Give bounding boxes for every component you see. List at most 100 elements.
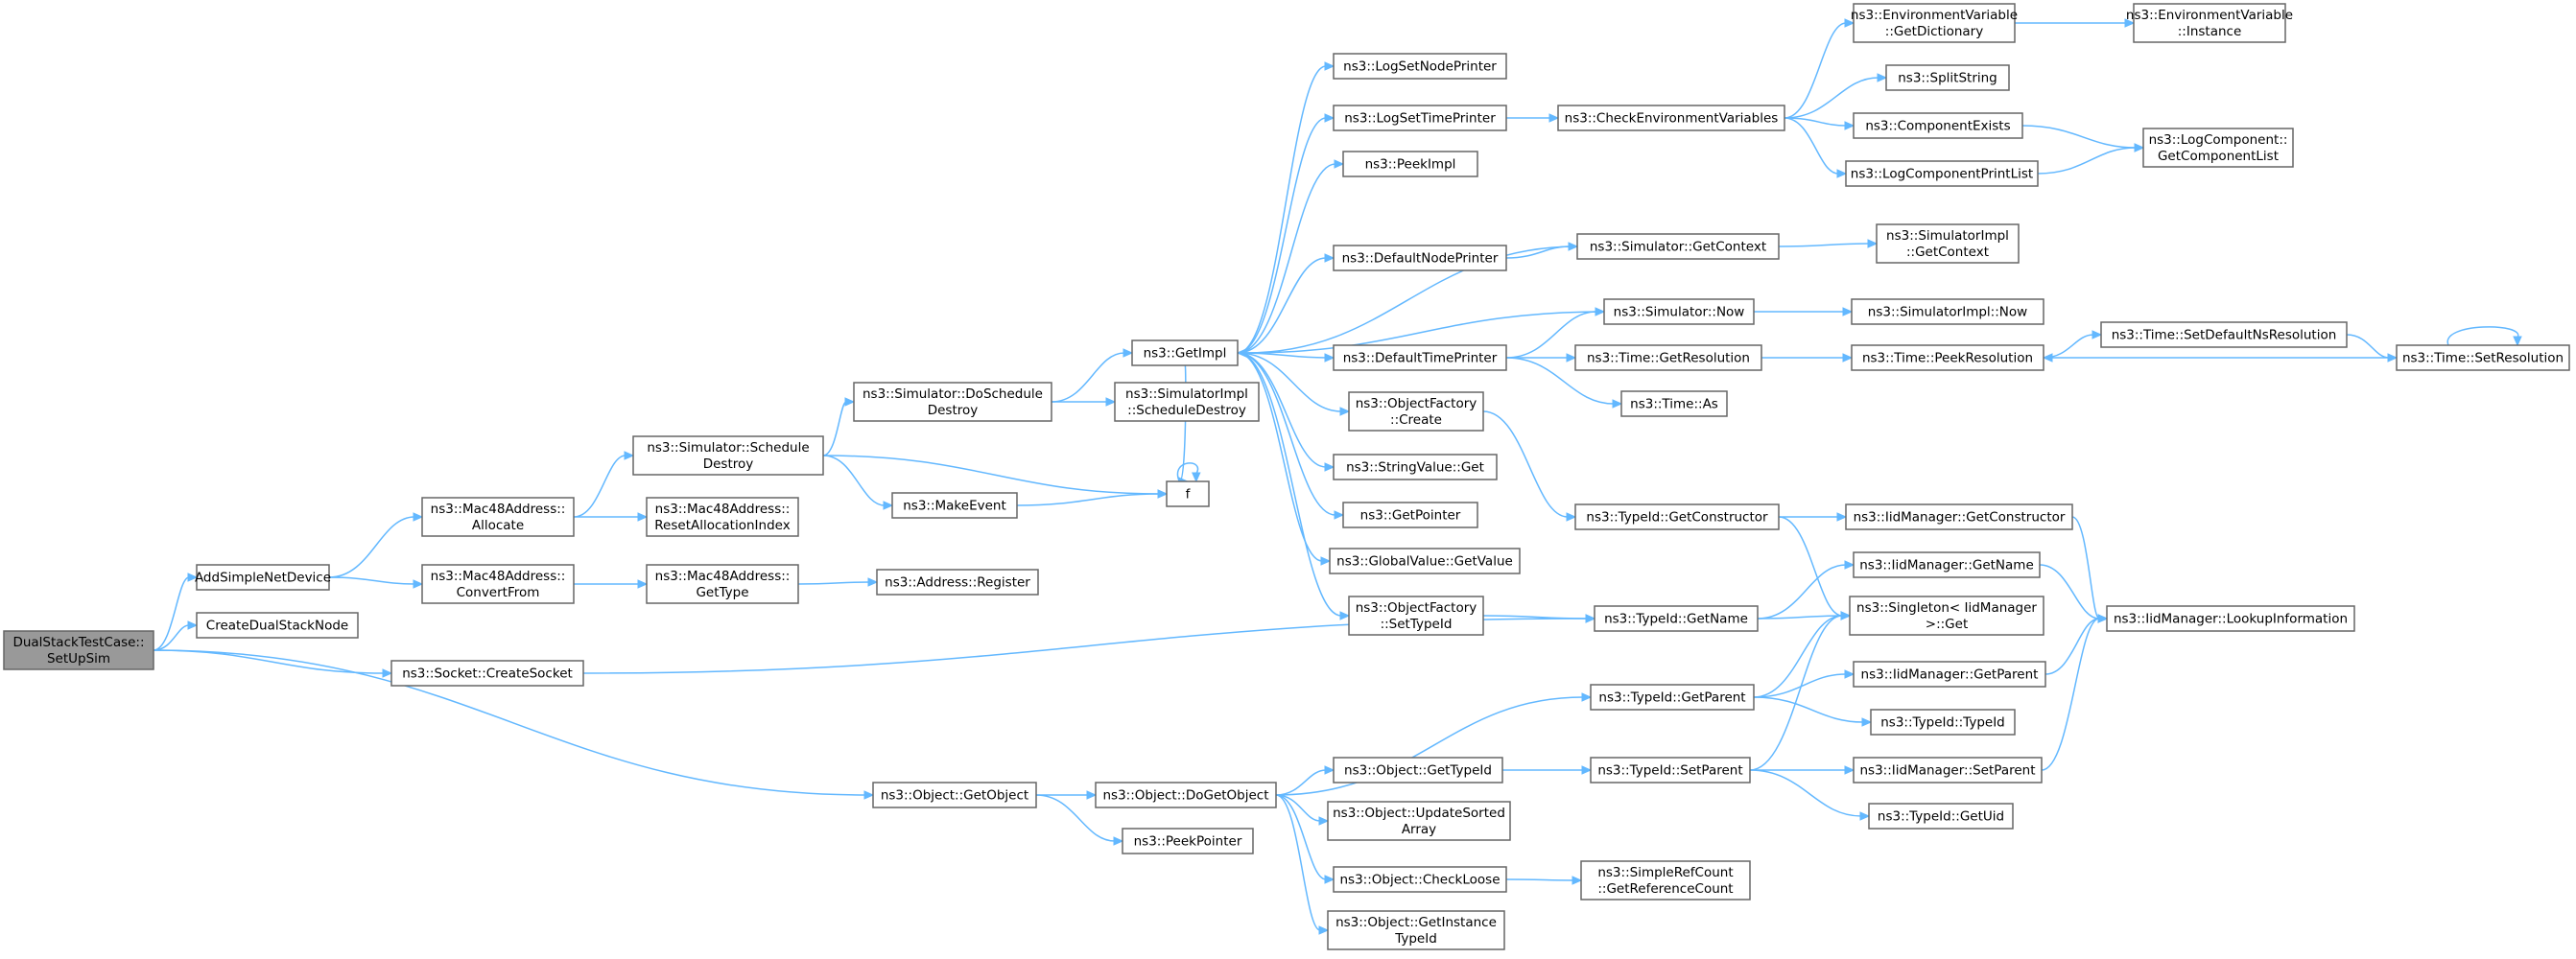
edge-timesetres-to-peekres bbox=[2042, 353, 2397, 363]
node-tidgetname[interactable]: ns3::TypeId::GetName bbox=[1594, 605, 1759, 632]
node-objgettid[interactable]: ns3::Object::GetTypeId bbox=[1333, 757, 1503, 784]
node-simimplnow[interactable]: ns3::SimulatorImpl::Now bbox=[1851, 298, 2044, 325]
node-resetalloc[interactable]: ns3::Mac48Address::ResetAllocationIndex bbox=[646, 497, 799, 537]
node-makeevent[interactable]: ns3::MakeEvent bbox=[891, 492, 1018, 519]
node-label: ns3::DefaultNodePrinter bbox=[1342, 251, 1499, 267]
edge-arrowhead bbox=[1339, 611, 1351, 620]
edge-line bbox=[1275, 769, 1327, 796]
node-objfsettid[interactable]: ns3::ObjectFactory::SetTypeId bbox=[1348, 596, 1484, 636]
edge-arrowhead bbox=[883, 501, 894, 510]
node-schedestroy[interactable]: ns3::Simulator::ScheduleDestroy bbox=[632, 435, 824, 476]
node-label: ns3::Socket::CreateSocket bbox=[402, 667, 573, 682]
node-tidgetuid[interactable]: ns3::TypeId::GetUid bbox=[1868, 803, 2014, 830]
node-envgetdict[interactable]: ns3::EnvironmentVariable::GetDictionary bbox=[1851, 3, 2018, 43]
node-lookupinfo[interactable]: ns3::IidManager::LookupInformation bbox=[2106, 605, 2355, 632]
node-getimpl[interactable]: ns3::GetImpl bbox=[1131, 339, 1239, 366]
edge-line bbox=[153, 649, 385, 674]
node-peekpointer[interactable]: ns3::PeekPointer bbox=[1122, 828, 1254, 854]
edge-envgetdict-to-envinst bbox=[2015, 18, 2136, 28]
edge-tidsetparent-to-singleton bbox=[1749, 611, 1852, 771]
node-iidsetparent[interactable]: ns3::IidManager::SetParent bbox=[1853, 757, 2043, 784]
node-setdefns[interactable]: ns3::Time::SetDefaultNsResolution bbox=[2100, 321, 2348, 348]
node-createds[interactable]: CreateDualStackNode bbox=[196, 612, 359, 639]
node-logsettime[interactable]: ns3::LogSetTimePrinter bbox=[1333, 105, 1507, 131]
node-macalloc[interactable]: ns3::Mac48Address::Allocate bbox=[421, 497, 575, 537]
edge-arrowhead bbox=[1844, 765, 1855, 775]
node-box bbox=[1868, 803, 2014, 830]
edge-line bbox=[1244, 246, 1578, 354]
edge-getobject-to-dogetobject bbox=[1036, 790, 1098, 800]
node-strget[interactable]: ns3::StringValue::Get bbox=[1333, 454, 1498, 480]
node-simimplsched[interactable]: ns3::SimulatorImpl::ScheduleDestroy bbox=[1114, 382, 1260, 422]
edge-arrowhead bbox=[1581, 765, 1593, 775]
node-label: ns3::StringValue::Get bbox=[1346, 460, 1484, 476]
node-addrreg[interactable]: ns3::Address::Register bbox=[876, 569, 1039, 596]
node-objfcreate[interactable]: ns3::ObjectFactory::Create bbox=[1348, 391, 1484, 432]
node-objcheckloose[interactable]: ns3::Object::CheckLoose bbox=[1333, 866, 1507, 893]
node-timesetres[interactable]: ns3::Time::SetResolution bbox=[2396, 344, 2570, 371]
node-iidgetname[interactable]: ns3::IidManager::GetName bbox=[1853, 551, 2041, 578]
edge-line bbox=[1275, 794, 1321, 822]
node-box bbox=[1333, 454, 1498, 480]
node-macgettype[interactable]: ns3::Mac48Address::GetType bbox=[646, 564, 799, 604]
node-tidsetparent[interactable]: ns3::TypeId::SetParent bbox=[1590, 757, 1751, 784]
node-label: DualStackTestCase:: bbox=[12, 635, 144, 650]
node-deftime[interactable]: ns3::DefaultTimePrinter bbox=[1333, 344, 1507, 371]
node-logcompget[interactable]: ns3::LogComponent::GetComponentList bbox=[2142, 128, 2294, 168]
edge-line bbox=[1244, 311, 1605, 354]
edge-timesetres-to-timesetres bbox=[2446, 326, 2522, 347]
node-envinst[interactable]: ns3::EnvironmentVariable::Instance bbox=[2126, 3, 2293, 43]
edge-arrowhead bbox=[1836, 169, 1848, 178]
node-iidgetctor[interactable]: ns3::IidManager::GetConstructor bbox=[1845, 503, 2073, 530]
node-iidgetparent[interactable]: ns3::IidManager::GetParent bbox=[1853, 661, 2046, 688]
node-globalget[interactable]: ns3::GlobalValue::GetValue bbox=[1329, 548, 1521, 574]
node-compexists[interactable]: ns3::ComponentExists bbox=[1853, 112, 2023, 139]
node-tidtypeid[interactable]: ns3::TypeId::TypeId bbox=[1870, 709, 2016, 736]
edge-arrowhead bbox=[1320, 556, 1332, 566]
node-macconv[interactable]: ns3::Mac48Address::ConvertFrom bbox=[421, 564, 575, 604]
edge-macalloc-to-resetalloc bbox=[573, 512, 649, 522]
node-simnow[interactable]: ns3::Simulator::Now bbox=[1603, 298, 1755, 325]
node-addsimple[interactable]: AddSimpleNetDevice bbox=[195, 564, 331, 591]
edge-iidsetparent-to-lookupinfo bbox=[2041, 614, 2109, 771]
node-box bbox=[872, 782, 1037, 808]
node-box bbox=[1853, 757, 2043, 784]
node-tidgetparent[interactable]: ns3::TypeId::GetParent bbox=[1590, 684, 1755, 711]
edge-macconv-to-macgettype bbox=[573, 579, 649, 589]
node-label: ns3::IidManager::LookupInformation bbox=[2114, 612, 2348, 627]
node-box bbox=[1333, 245, 1507, 271]
edge-line bbox=[1784, 117, 1847, 127]
node-defnode[interactable]: ns3::DefaultNodePrinter bbox=[1333, 245, 1507, 271]
node-logsetnode[interactable]: ns3::LogSetNodePrinter bbox=[1333, 53, 1507, 80]
node-peekres[interactable]: ns3::Time::PeekResolution bbox=[1851, 344, 2044, 371]
node-simimplctx[interactable]: ns3::SimulatorImpl::GetContext bbox=[1876, 223, 2020, 264]
node-dogetobject[interactable]: ns3::Object::DoGetObject bbox=[1095, 782, 1277, 808]
node-f[interactable]: f bbox=[1166, 480, 1210, 507]
node-logcompprint[interactable]: ns3::LogComponentPrintList bbox=[1845, 160, 2039, 187]
edge-arrowhead bbox=[637, 512, 649, 522]
edge-line bbox=[1753, 615, 1843, 698]
edge-line bbox=[1179, 364, 1187, 482]
node-createsocket[interactable]: ns3::Socket::CreateSocket bbox=[390, 660, 584, 687]
node-simplerefcount[interactable]: ns3::SimpleRefCount::GetReferenceCount bbox=[1580, 860, 1751, 901]
edge-line bbox=[1035, 794, 1116, 842]
node-splitstring[interactable]: ns3::SplitString bbox=[1885, 64, 2010, 91]
node-simgetctx[interactable]: ns3::Simulator::GetContext bbox=[1576, 233, 1780, 260]
node-checkenv[interactable]: ns3::CheckEnvironmentVariables bbox=[1557, 105, 1785, 131]
node-label: ns3::TypeId::GetParent bbox=[1598, 690, 1745, 706]
edge-arrowhead bbox=[187, 573, 199, 582]
node-tidgetctor[interactable]: ns3::TypeId::GetConstructor bbox=[1574, 503, 1780, 530]
node-root[interactable]: DualStackTestCase::SetUpSim bbox=[3, 630, 154, 670]
node-timegetres[interactable]: ns3::Time::GetResolution bbox=[1574, 344, 1762, 371]
node-singleton[interactable]: ns3::Singleton< IidManager >::Get bbox=[1849, 596, 2044, 636]
node-label: ns3::TypeId::GetConstructor bbox=[1586, 510, 1768, 526]
node-getpointer[interactable]: ns3::GetPointer bbox=[1342, 502, 1478, 528]
node-getobject[interactable]: ns3::Object::GetObject bbox=[872, 782, 1037, 808]
node-peekimpl[interactable]: ns3::PeekImpl bbox=[1342, 151, 1478, 177]
edge-objfcreate-to-tidgetctor bbox=[1482, 410, 1577, 522]
edge-line bbox=[1237, 352, 1323, 562]
node-timeas[interactable]: ns3::Time::As bbox=[1620, 390, 1728, 417]
